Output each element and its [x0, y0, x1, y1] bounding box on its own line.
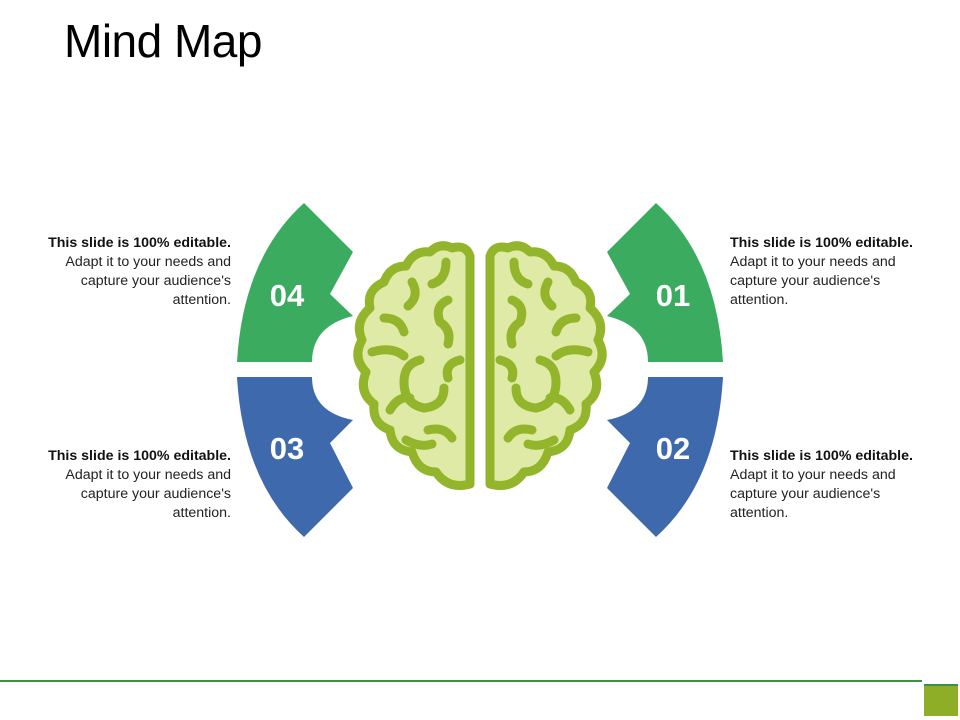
- segment-04-description: This slide is 100% editable. Adapt it to…: [48, 235, 231, 308]
- segment-02-shape: [607, 377, 723, 537]
- segment-03-description: This slide is 100% editable. Adapt it to…: [48, 448, 231, 521]
- footer-line: [0, 680, 922, 682]
- segment-04-shape: [237, 203, 353, 362]
- segment-03-shape: [237, 377, 353, 537]
- segment-02-description: This slide is 100% editable. Adapt it to…: [730, 448, 913, 521]
- brain-icon: [353, 241, 607, 490]
- segment-01-number: 01: [656, 278, 690, 313]
- segment-01-description: This slide is 100% editable. Adapt it to…: [730, 235, 913, 308]
- slide-title: Mind Map: [64, 15, 262, 67]
- segment-04-number: 04: [270, 278, 305, 313]
- segment-03-number: 03: [270, 431, 304, 466]
- segment-01-shape: [607, 203, 723, 362]
- segment-02-number: 02: [656, 431, 690, 466]
- footer-square: [924, 684, 958, 716]
